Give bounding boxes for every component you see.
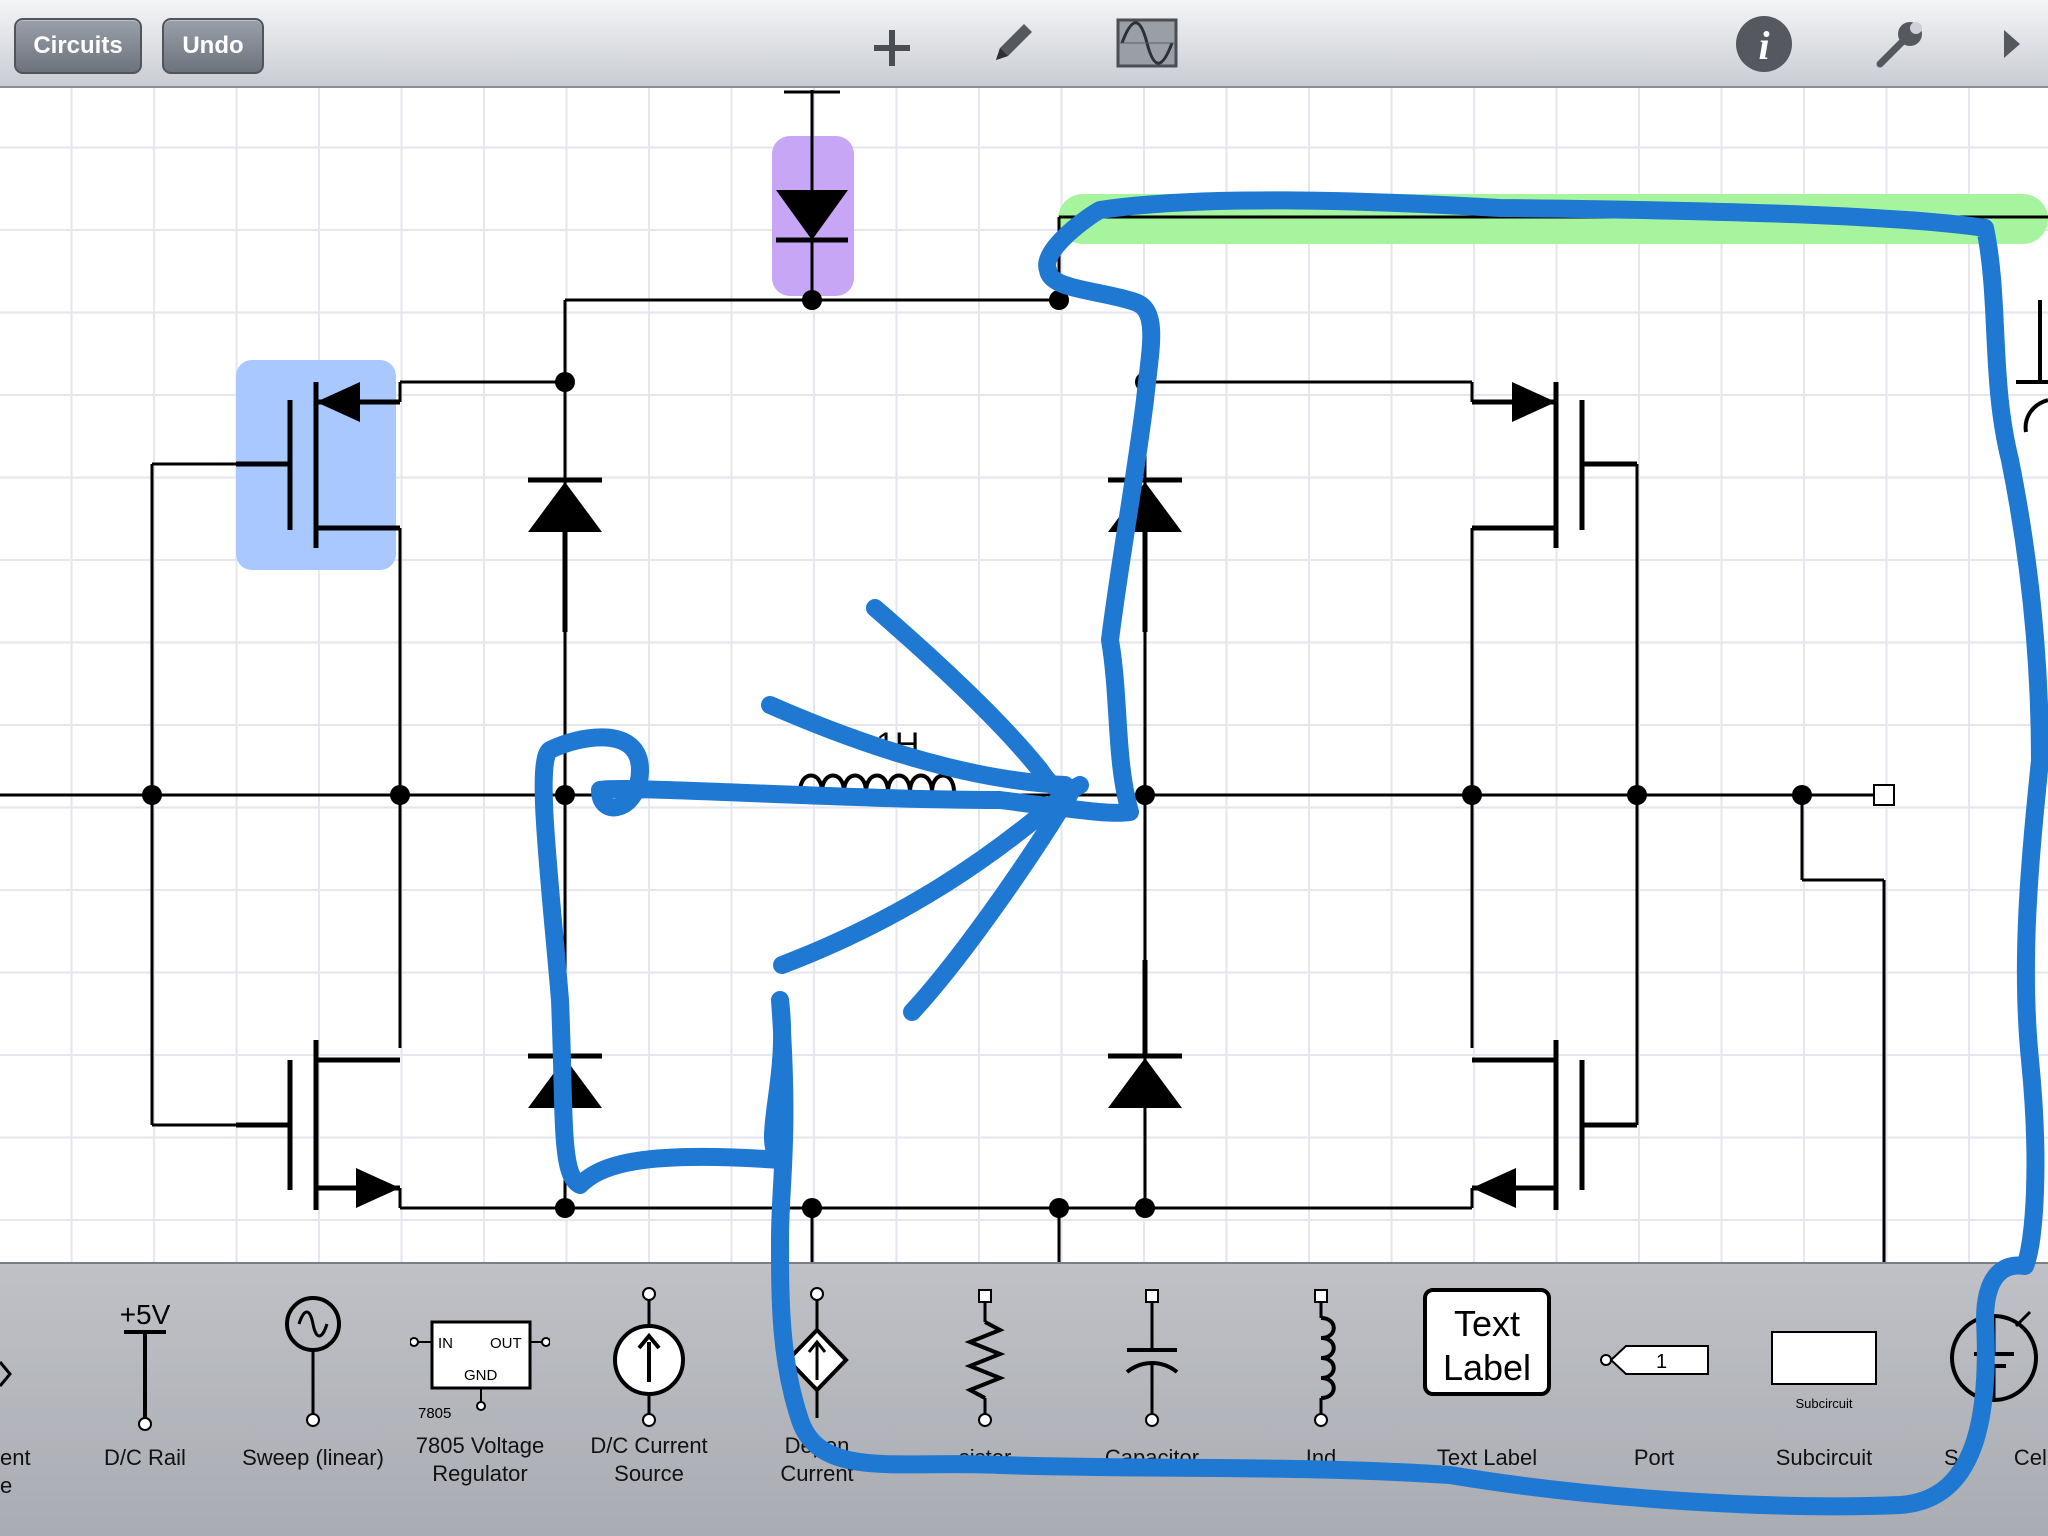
parts-palette[interactable]: ent e +5V D/C Rail Sweep (l (0, 1262, 2048, 1536)
play-icon[interactable] (2000, 26, 2024, 62)
regulator-pin-gnd: GND (464, 1367, 498, 1384)
palette-item-resistor[interactable]: sistor (940, 1264, 1030, 1536)
dc-rail-voltage-text: +5V (120, 1299, 171, 1330)
palette-label-dependent-line1: Depen (784, 1433, 850, 1458)
svg-text:i: i (1758, 23, 1769, 68)
palette-item-solar-cell[interactable]: Sol Cell (1944, 1264, 2048, 1536)
palette-label-subcircuit: Subcircuit (1775, 1445, 1873, 1470)
solar-cell-icon (1950, 1310, 2038, 1402)
diode-right-upper[interactable] (1108, 477, 1182, 632)
palette-label-sweep: Sweep (linear) (242, 1445, 384, 1470)
palette-label-dependent-line2: Current (780, 1461, 854, 1486)
voltage-regulator-icon: IN OUT GND 7805 (410, 1320, 550, 1422)
palette-item-subcircuit[interactable]: Subcircuit Subcircuit (1768, 1264, 1880, 1536)
regulator-pin-in: IN (438, 1335, 453, 1352)
palette-label-dc-current-line2: Source (614, 1461, 684, 1486)
port-icon: 1 (1600, 1345, 1709, 1375)
palette-item-port[interactable]: 1 Port (1594, 1264, 1714, 1536)
mosfet-upper-right[interactable] (1472, 382, 1637, 548)
mosfet-lower-right[interactable] (1472, 1040, 1637, 1210)
sine-source-icon (285, 1296, 341, 1427)
palette-item-text-label[interactable]: Text Label Text Label (1422, 1264, 1552, 1536)
output-port-terminal[interactable] (1873, 784, 1895, 806)
inductor-value-label: 1H (876, 726, 919, 764)
palette-label-7805-line2: Regulator (432, 1461, 528, 1486)
regulator-part-number: 7805 (418, 1405, 451, 1422)
current-source-partial-icon (0, 1361, 12, 1387)
info-icon[interactable]: i (1734, 14, 1794, 74)
palette-item-inductor[interactable]: Ind (1276, 1264, 1366, 1536)
top-toolbar: Circuits Undo i (0, 0, 2048, 88)
palette-item-dc-rail[interactable]: +5V D/C Rail (100, 1264, 190, 1536)
palette-label-dc-rail: D/C Rail (104, 1445, 186, 1470)
current-source-icon (613, 1287, 685, 1427)
text-label-icon-line1: Text (1454, 1303, 1520, 1344)
palette-item-dc-current-source[interactable]: D/C Current Source (590, 1264, 708, 1536)
oscilloscope-icon[interactable] (1116, 18, 1180, 70)
palette-label-capacitor: Capacitor (1104, 1445, 1200, 1470)
palette-item-capacitor[interactable]: Capacitor (1105, 1264, 1199, 1536)
mosfet-lower-left[interactable] (236, 1040, 400, 1210)
palette-item-sweep-linear[interactable]: Sweep (linear) (242, 1264, 384, 1536)
wires (0, 90, 2048, 1264)
undo-button[interactable]: Undo (162, 18, 264, 74)
circuits-button-label: Circuits (33, 32, 123, 59)
diode-right-lower[interactable] (1108, 960, 1182, 1108)
mosfet-upper-left[interactable] (236, 382, 400, 548)
regulator-pin-out: OUT (490, 1335, 522, 1352)
palette-item-7805-regulator[interactable]: IN OUT GND 7805 7805 Voltage Regulator (410, 1264, 550, 1536)
right-edge-component (2016, 300, 2048, 433)
undo-button-label: Undo (182, 32, 244, 59)
diode-left-upper[interactable] (528, 477, 602, 632)
port-number-text: 1 (1656, 1351, 1667, 1373)
inductor-icon (1314, 1289, 1336, 1427)
text-label-icon: Text Label (1423, 1288, 1551, 1396)
text-label-icon-line2: Label (1443, 1347, 1531, 1388)
circuits-button[interactable]: Circuits (14, 18, 142, 74)
subcircuit-icon-text: Subcircuit (1795, 1396, 1852, 1411)
dc-rail-icon: +5V (120, 1299, 171, 1431)
inductor[interactable]: 1H (798, 726, 956, 793)
resistor-icon (964, 1289, 1006, 1427)
circuit-schematic[interactable]: 1H (0, 88, 2048, 1264)
palette-item-dependent-current[interactable]: Depen Current (772, 1264, 862, 1536)
diode-left-lower[interactable] (528, 1053, 602, 1108)
capacitor-icon (1125, 1289, 1179, 1427)
palette-label-line2: e (0, 1473, 13, 1498)
palette-label-resistor: sistor (958, 1445, 1012, 1470)
schematic-canvas[interactable]: 1H (0, 88, 2048, 1264)
subcircuit-icon: Subcircuit (1771, 1331, 1877, 1411)
pencil-icon[interactable] (986, 18, 1038, 70)
palette-label-7805-line1: 7805 Voltage (415, 1433, 545, 1458)
palette-label-line1: ent (0, 1445, 31, 1470)
wrench-icon[interactable] (1872, 16, 1928, 72)
palette-label-dc-current-line1: D/C Current (590, 1433, 708, 1458)
palette-label-text-label: Text Label (1436, 1445, 1538, 1470)
palette-label-inductor: Ind (1305, 1445, 1337, 1470)
palette-label-solar-line1: Sol (1944, 1445, 1976, 1470)
selected-wire-highlight (1058, 194, 2048, 244)
palette-label-solar-line2: Cell (2013, 1445, 2048, 1470)
palette-item-current-source-partial[interactable]: ent e (0, 1264, 31, 1536)
add-icon[interactable] (870, 26, 914, 70)
palette-label-port: Port (1633, 1445, 1675, 1470)
dependent-source-icon (785, 1287, 849, 1418)
